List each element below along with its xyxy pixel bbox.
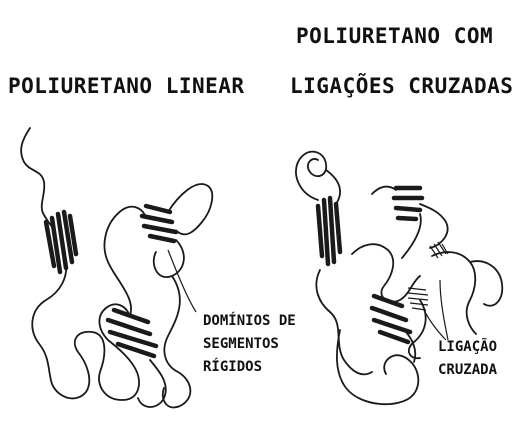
rigid-domains-label-line2: SEGMENTOS bbox=[203, 336, 279, 352]
linear-chain-lower-loop bbox=[137, 359, 167, 408]
linear-chain-sweep bbox=[152, 239, 192, 409]
crosslink-label-line2: CRUZADA bbox=[438, 362, 498, 378]
crosslinked-chain-bottom-loop bbox=[336, 329, 420, 406]
crosslinked-chain-right bbox=[431, 251, 504, 335]
linear-polyurethane-title: POLIURETANO LINEAR bbox=[8, 74, 245, 98]
crosslink-pointer-line-2 bbox=[423, 309, 447, 341]
rigid-domains-label-line3: RÍGIDOS bbox=[203, 359, 263, 375]
crosslinked-chain-middle bbox=[351, 243, 421, 303]
crosslink-hatch-upper bbox=[429, 241, 449, 259]
linear-rigid-domain-top bbox=[139, 203, 179, 244]
crosslinked-chain-lower-right bbox=[407, 299, 427, 360]
crosslink-hatch-lower bbox=[407, 287, 429, 311]
crosslink-pointer-line-1 bbox=[439, 279, 449, 341]
crosslinked-rigid-domain-bottom bbox=[369, 293, 413, 345]
crosslinked-polymer-drawing bbox=[295, 150, 504, 406]
crosslinked-rigid-domain-top bbox=[391, 185, 425, 222]
rigid-domains-label-line1: DOMÍNIOS DE bbox=[203, 313, 296, 329]
linear-rigid-domain-left bbox=[43, 209, 79, 275]
linear-rigid-domain-bottom bbox=[105, 307, 159, 359]
crosslinked-title-line2: LIGAÇÕES CRUZADAS bbox=[290, 74, 514, 98]
linear-chain-main bbox=[31, 261, 140, 401]
rigid-domains-label: DOMÍNIOS DE SEGMENTOS RÍGIDOS bbox=[203, 310, 296, 379]
linear-chain-loop-top bbox=[167, 183, 214, 236]
crosslink-label-line1: LIGAÇÃO bbox=[438, 339, 498, 355]
crosslink-label: LIGAÇÃO CRUZADA bbox=[438, 336, 497, 382]
crosslinked-chain-curl bbox=[295, 150, 328, 201]
domains-pointer-line bbox=[167, 249, 197, 313]
linear-chain-top bbox=[20, 127, 56, 233]
linear-chain-right bbox=[103, 205, 147, 317]
linear-polymer-drawing bbox=[20, 127, 214, 409]
crosslinked-title-line1: POLIURETANO COM bbox=[296, 24, 494, 48]
crosslinked-rigid-domain-left bbox=[315, 195, 343, 267]
